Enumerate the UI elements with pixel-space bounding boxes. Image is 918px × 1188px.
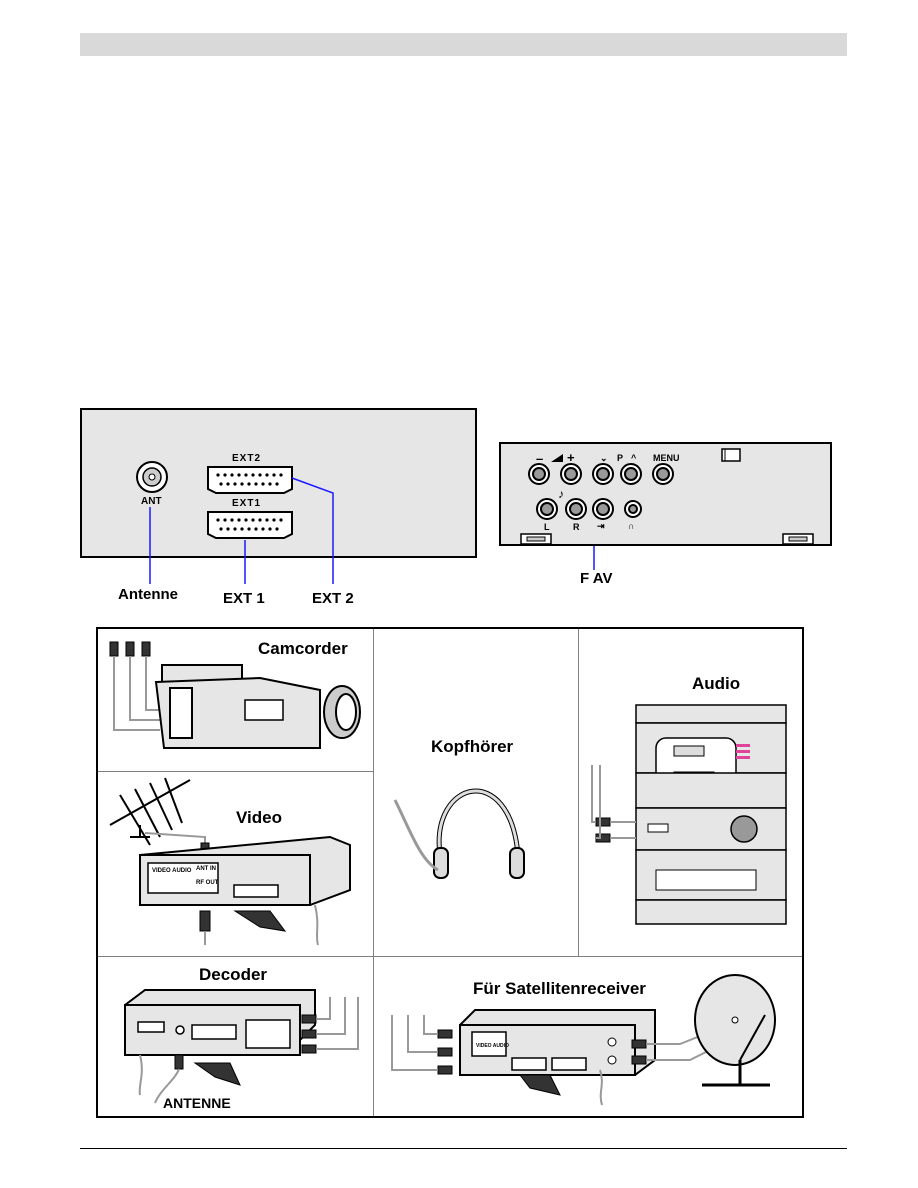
sat-video-audio-label: VIDEO AUDIO <box>476 1043 509 1049</box>
callout-ext2: EXT 2 <box>312 590 354 607</box>
prog-down-label: ⌄ <box>600 453 608 463</box>
callout-fav: F AV <box>580 570 613 587</box>
grid-divider-v2 <box>578 629 579 956</box>
video-title: Video <box>236 808 282 827</box>
audio-title: Audio <box>692 674 741 693</box>
kopfhoerer-title: Kopfhörer <box>431 737 514 756</box>
rear-panel: ANT EXT2 EXT1 <box>80 408 477 558</box>
camcorder-title: Camcorder <box>258 639 348 658</box>
callout-ext1: EXT 1 <box>223 590 265 607</box>
audio-out-text: AUDIO <box>172 868 192 874</box>
audio-r-label: R <box>573 522 580 532</box>
video-out-label: VIDEO AUDIO <box>152 868 191 874</box>
prog-p-label: P <box>617 453 624 463</box>
ant-label: ANT <box>141 496 162 507</box>
ext2-label: EXT2 <box>232 453 262 464</box>
decoder-title: Decoder <box>199 965 268 984</box>
menu-label: MENU <box>653 453 680 463</box>
ext1-scart-icon <box>207 511 293 539</box>
audio-l-label: L <box>544 522 550 532</box>
satellite-receiver-icon <box>391 974 776 1106</box>
sat-video-text: VIDEO <box>476 1043 492 1049</box>
power-window-icon <box>721 448 741 462</box>
volume-ramp-icon <box>551 454 563 462</box>
side-av-panel: – + ⌄ P ^ MENU ♪ L R ⇥ ∩ <box>499 442 832 546</box>
grid-divider-v1 <box>373 629 374 1116</box>
ant-in-label: ANT IN <box>196 866 216 872</box>
grid-divider-h2 <box>98 956 802 957</box>
video-out-text: VIDEO <box>152 868 171 874</box>
ext2-scart-icon <box>207 466 293 494</box>
antenna-socket-icon <box>136 461 168 493</box>
camcorder-icon <box>109 641 361 749</box>
device-grid <box>96 627 804 1118</box>
callout-antenne: Antenne <box>118 586 178 603</box>
ext1-label: EXT1 <box>232 498 262 509</box>
header-bar <box>80 33 847 56</box>
footer-rule <box>80 1148 847 1149</box>
headphones-icon <box>393 788 525 879</box>
prog-up-label: ^ <box>631 453 637 463</box>
audio-system-icon <box>591 704 787 925</box>
decoder-icon <box>124 989 359 1104</box>
sat-audio-text: AUDIO <box>492 1043 509 1049</box>
satellite-title: Für Satellitenreceiver <box>473 979 646 998</box>
top-button-row <box>520 463 814 545</box>
volume-minus-label: – <box>536 451 544 466</box>
volume-plus-label: + <box>567 450 575 465</box>
rf-out-label: RF OUT <box>196 880 219 886</box>
video-in-icon: ⇥ <box>597 521 605 531</box>
decoder-ant-label: ANTENNE <box>163 1095 231 1111</box>
video-recorder-icon <box>109 777 351 946</box>
grid-divider-h1 <box>98 771 373 772</box>
headphone-icon: ∩ <box>628 521 635 531</box>
music-note-icon: ♪ <box>558 487 564 501</box>
